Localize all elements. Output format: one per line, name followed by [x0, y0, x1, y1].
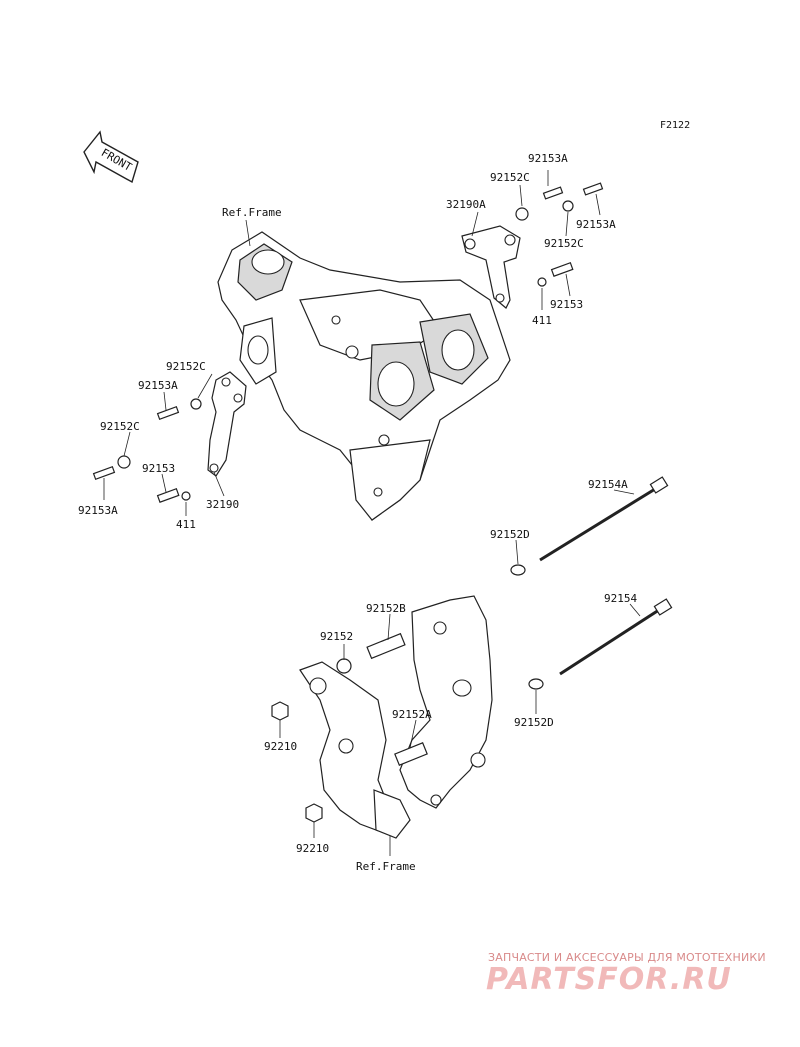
label-92153-2: 92153 [142, 462, 175, 475]
label-92152a: 92152A [392, 708, 432, 721]
label-92152b: 92152B [366, 602, 406, 615]
label-92153a-2: 92153A [576, 218, 616, 231]
front-arrow-icon: FRONT [83, 130, 139, 184]
label-ref-frame-bottom: Ref.Frame [356, 860, 416, 873]
collar-92152b [366, 632, 406, 660]
label-92153a-4: 92153A [78, 504, 118, 517]
label-92210-2: 92210 [296, 842, 329, 855]
label-92152c-1: 92152C [490, 171, 530, 184]
fasteners-left [92, 398, 202, 503]
watermark-tagline: ЗАПЧАСТИ И АКСЕССУАРЫ ДЛЯ МОТОТЕХНИКИ [488, 951, 766, 964]
collar-92152a [394, 742, 428, 766]
label-32190a: 32190A [446, 198, 486, 211]
label-92153-1: 92153 [550, 298, 583, 311]
main-frame-illustration [217, 231, 511, 521]
label-92152d-2: 92152D [514, 716, 554, 729]
collar-92152 [336, 658, 352, 674]
washer-92152d-2 [528, 678, 544, 690]
label-92152c-3: 92152C [166, 360, 206, 373]
watermark-brand-logo: PARTSFOR.RU [486, 962, 732, 997]
bolt-92154 [559, 598, 673, 676]
bracket-32190 [207, 371, 247, 477]
bolt-92154a [539, 476, 669, 562]
label-411-2: 411 [176, 518, 196, 531]
label-92153a-3: 92153A [138, 379, 178, 392]
figure-code: F2122 [660, 120, 691, 131]
label-92152d-1: 92152D [490, 528, 530, 541]
label-92154a: 92154A [588, 478, 628, 491]
label-92154: 92154 [604, 592, 637, 605]
leader-lines [103, 170, 641, 856]
bracket-32190a [461, 225, 521, 309]
label-32190: 32190 [206, 498, 239, 511]
label-92153a-1: 92153A [528, 152, 568, 165]
label-92152: 92152 [320, 630, 353, 643]
washer-92152d-1 [510, 564, 526, 576]
label-411-1: 411 [532, 314, 552, 327]
fasteners-upper-right [515, 182, 604, 287]
label-92210-1: 92210 [264, 740, 297, 753]
label-92152c-4: 92152C [100, 420, 140, 433]
label-92152c-2: 92152C [544, 237, 584, 250]
nut-92210-1 [271, 701, 289, 721]
label-ref-frame-top: Ref.Frame [222, 206, 282, 219]
nut-92210-2 [305, 803, 323, 823]
